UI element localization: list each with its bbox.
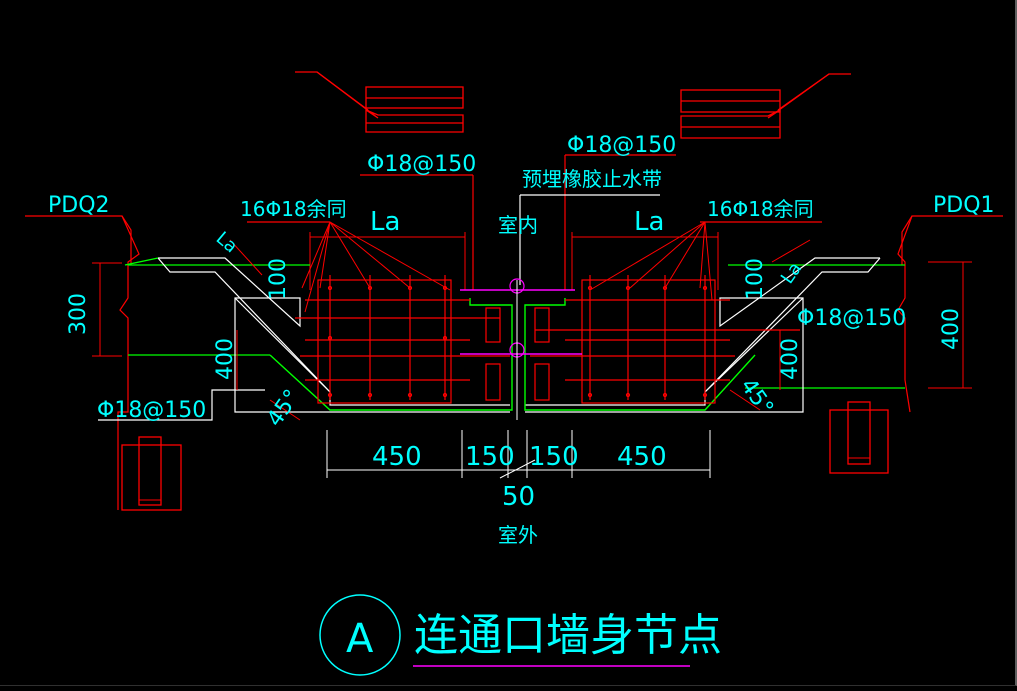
top-left-arrow-symbol [295, 71, 464, 133]
bottom-dimension-lines [326, 430, 711, 479]
bar-leaders-right [589, 221, 713, 301]
side-dimension-lines [229, 239, 811, 421]
pdq1-label: PDQ1 [933, 193, 995, 218]
dim-150-right: 150 [529, 442, 579, 472]
angle-left: 45° [262, 385, 305, 431]
rebar-top-left-label: Φ18@150 [367, 152, 476, 177]
dim-la-right: La [777, 259, 806, 288]
la-left-label: La [370, 207, 400, 237]
dim-la-left: La [212, 228, 242, 258]
outdoor-label: 室外 [498, 523, 538, 547]
top-right-arrow-symbol [680, 73, 851, 139]
rebar-bottom-left-label: Φ18@150 [97, 398, 206, 423]
detail-title-block: A 连通口墙身节点 [319, 594, 722, 676]
dim-50: 50 [502, 482, 535, 512]
slab-lines [124, 257, 756, 411]
dim-400-right: 400 [778, 338, 803, 380]
rebar-mid-right-label: Φ18@150 [797, 306, 906, 331]
angle-right: 45° [735, 374, 778, 420]
dim-150-left: 150 [465, 442, 515, 472]
bars-left-label: 16Φ18余同 [240, 197, 347, 221]
wall-right-pdq1 [728, 215, 1003, 474]
la-right-label: La [634, 207, 664, 237]
top-leaders [247, 154, 822, 290]
la-dimension-lines [309, 232, 719, 290]
waterstop-label: 预埋橡胶止水带 [522, 167, 662, 191]
dim-450-left: 450 [372, 442, 422, 472]
joint-centerline [460, 278, 582, 420]
detail-mark-letter: A [346, 616, 374, 662]
rebar-top-right-label: Φ18@150 [567, 133, 676, 158]
dim-300: 300 [66, 293, 91, 335]
rebar-cage-left [295, 275, 510, 404]
dim-100-left: 100 [266, 258, 291, 300]
wall-left-pdq2 [25, 215, 310, 511]
detail-mark-circle [319, 594, 401, 676]
dim-450-right: 450 [617, 442, 667, 472]
bars-right-label: 16Φ18余同 [707, 197, 814, 221]
dim-400-far-right: 400 [939, 308, 964, 350]
dim-400-left: 400 [213, 338, 238, 380]
dim-100-right: 100 [743, 258, 768, 300]
indoor-label: 室内 [498, 213, 538, 237]
annotations: PDQ2 PDQ1 Φ18@150 Φ18@150 Φ18@150 Φ18@15… [48, 133, 995, 547]
rebar-cage-right [530, 275, 800, 404]
pdq2-label: PDQ2 [48, 193, 110, 218]
bar-leaders-left [301, 221, 451, 313]
detail-title: 连通口墙身节点 [414, 610, 722, 661]
haunch-outline [157, 257, 881, 413]
